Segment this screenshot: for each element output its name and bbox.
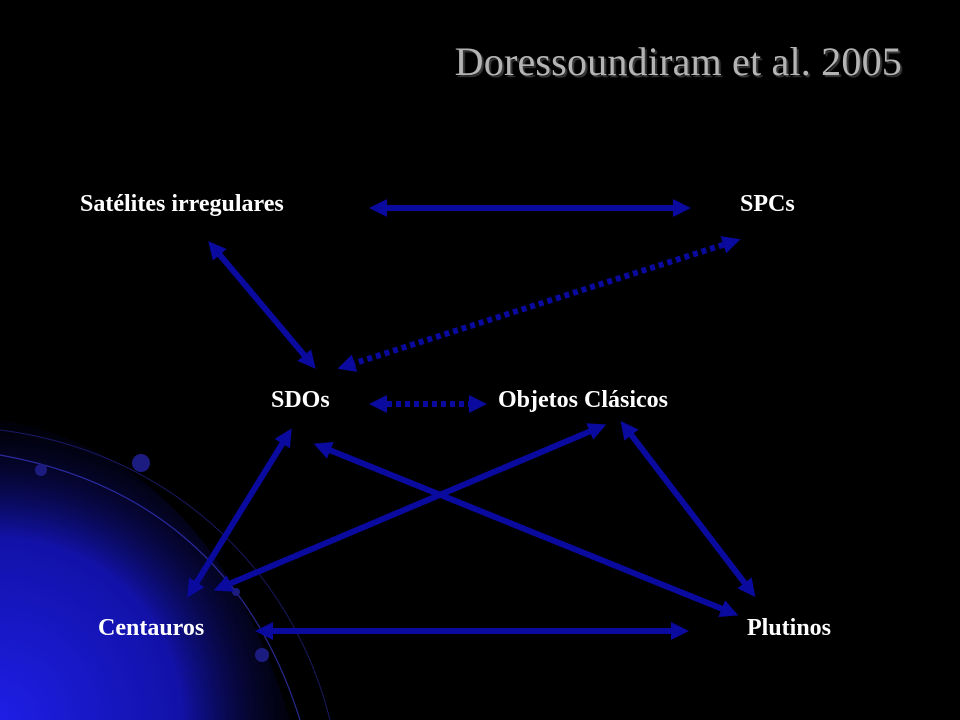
swoosh-dot bbox=[132, 454, 150, 472]
node-plutinos: Plutinos bbox=[747, 615, 832, 641]
arrow-sdos-plutinos bbox=[313, 442, 739, 617]
swoosh-dot bbox=[255, 648, 269, 662]
swoosh-dot bbox=[35, 464, 47, 476]
arrow-classical-plutinos bbox=[620, 420, 756, 598]
node-centaurs: Centauros bbox=[98, 615, 205, 641]
node-spcs: SPCs bbox=[740, 191, 795, 217]
slide-title: Doressoundiram et al. 2005 bbox=[454, 39, 902, 84]
node-irregular-satellites: Satélites irregulares bbox=[80, 191, 284, 217]
arrow-spcs-sdos-dotted bbox=[337, 236, 741, 372]
arrow-satellites-sdos bbox=[208, 241, 316, 369]
node-classical-objects: Objetos Clásicos bbox=[498, 387, 668, 413]
node-sdos: SDOs bbox=[271, 387, 330, 413]
arrow-classical-centaurs bbox=[213, 423, 607, 592]
